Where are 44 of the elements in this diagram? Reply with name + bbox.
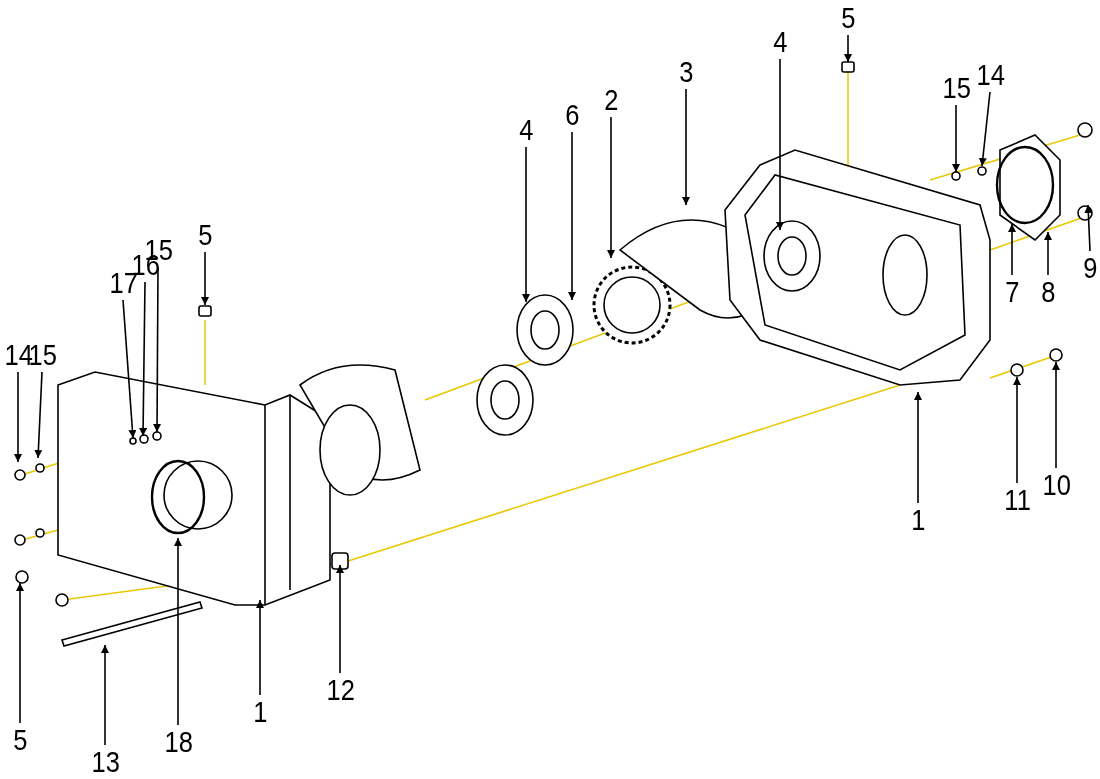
callout-number: 14 (976, 60, 1005, 90)
leader-line (336, 564, 344, 674)
callout-number: 5 (12, 725, 27, 755)
leader-line (139, 281, 148, 437)
leader-line (952, 104, 960, 173)
callout-number: 15 (942, 73, 971, 103)
leader-line (101, 644, 109, 746)
callout-number: 1 (252, 697, 267, 727)
callout-number: 5 (840, 3, 855, 33)
leader-line (34, 371, 43, 459)
leader-line (522, 146, 530, 303)
leader-line (1044, 231, 1052, 276)
callout-number: 8 (1040, 277, 1055, 307)
leader-line (607, 116, 615, 259)
leader-line (776, 58, 784, 231)
leader-line (1084, 204, 1093, 252)
callout-number: 4 (772, 27, 787, 57)
leader-line (978, 91, 991, 167)
leader-line (14, 371, 22, 463)
leader-line (174, 537, 182, 726)
callout-number: 1 (910, 505, 925, 535)
leader-line (844, 34, 852, 63)
callout-number: 12 (326, 675, 355, 705)
leader-line (914, 391, 922, 504)
callout-number: 9 (1082, 253, 1097, 283)
callout-number: 10 (1042, 470, 1071, 500)
callout-number: 5 (197, 220, 212, 250)
callout-number: 13 (91, 747, 120, 777)
callout-number: 18 (164, 727, 193, 757)
leader-line (1008, 223, 1016, 276)
callout-number: 6 (564, 100, 579, 130)
leader-line (568, 131, 576, 301)
callout-number: 11 (1003, 485, 1031, 515)
leader-line (682, 88, 690, 206)
leader-line (1052, 361, 1060, 469)
callout-number: 3 (678, 57, 693, 87)
leader-line (122, 299, 137, 439)
leader-line (1013, 376, 1021, 484)
callout-number: 2 (603, 85, 618, 115)
leader-line (201, 251, 209, 306)
leader-line (16, 582, 24, 724)
leader-line (256, 599, 264, 696)
callout-number: 4 (518, 115, 533, 145)
callout-number: 7 (1004, 277, 1019, 307)
